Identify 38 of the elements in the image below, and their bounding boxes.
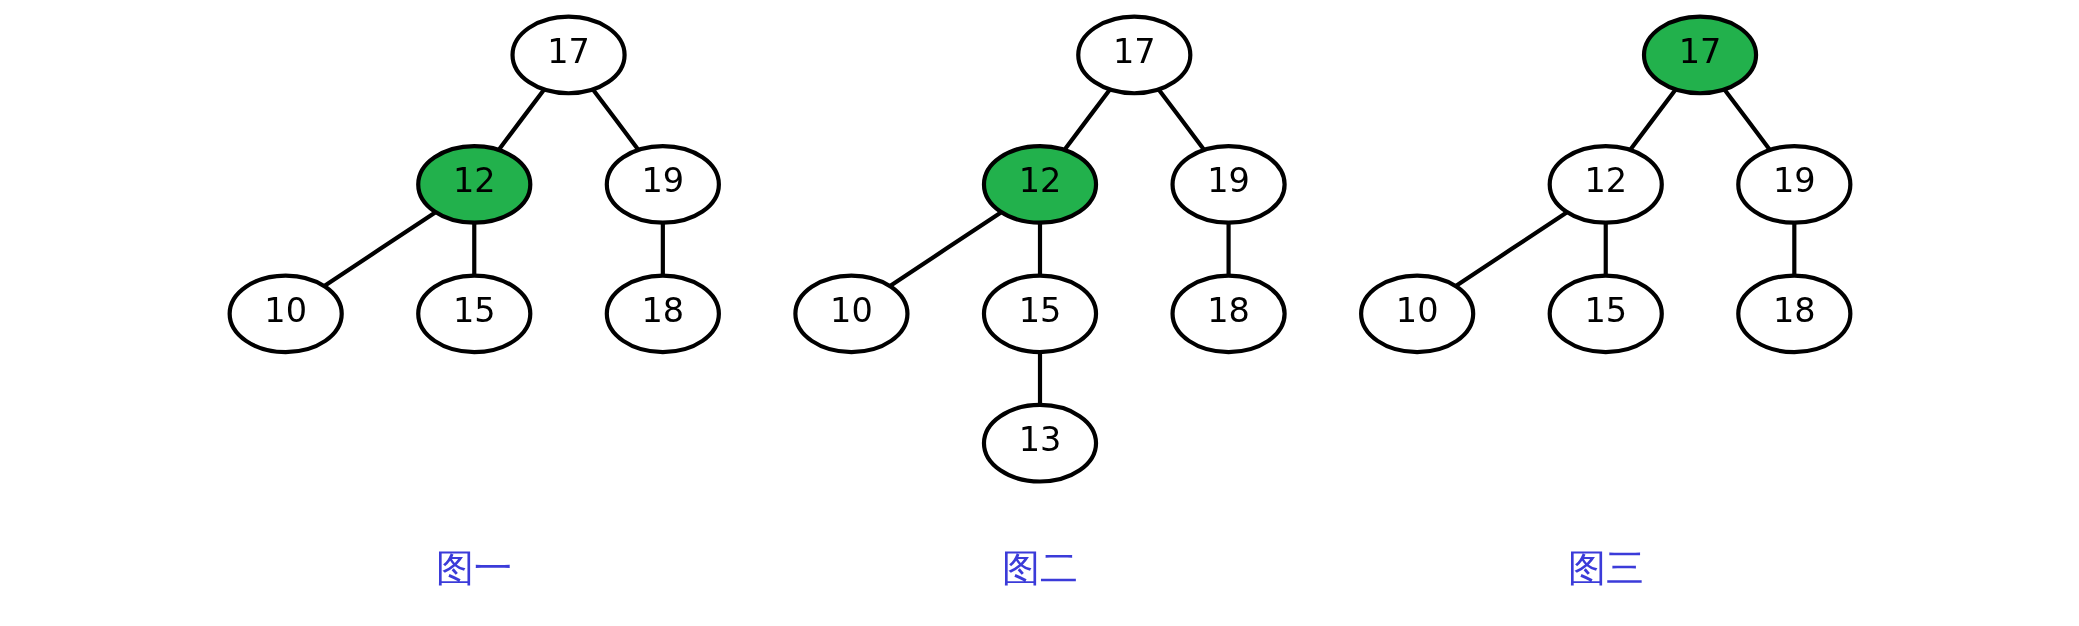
connector (323, 210, 436, 288)
node-ellipse: 10 (1358, 273, 1475, 355)
connector (1722, 88, 1771, 151)
connector (1454, 210, 1568, 288)
node-ellipse: 13 (981, 402, 1098, 484)
connector (1062, 88, 1111, 151)
node-ellipse: 10 (227, 273, 344, 355)
connector (1037, 223, 1042, 275)
label: 图二 (1001, 546, 1078, 591)
label: 图一 (435, 546, 512, 591)
node-ellipse: 18 (1735, 273, 1852, 355)
connector (660, 223, 665, 275)
connector (591, 88, 640, 151)
connector (1603, 223, 1608, 275)
node-ellipse: 17 (1641, 14, 1758, 96)
connector (1628, 88, 1677, 151)
node-ellipse: 12 (1547, 144, 1664, 225)
node-ellipse: 10 (792, 273, 910, 355)
node-ellipse: 19 (1169, 144, 1287, 225)
node-ellipse: 15 (1547, 273, 1664, 355)
label: 图三 (1567, 546, 1644, 591)
node-ellipse: 15 (981, 273, 1098, 355)
node-ellipse: 19 (604, 144, 721, 225)
node-ellipse: 18 (1169, 273, 1287, 355)
connector (471, 223, 476, 275)
node-ellipse: 12 (415, 144, 532, 225)
node-ellipse: 19 (1735, 144, 1852, 225)
node-ellipse: 18 (604, 273, 721, 355)
connector (1037, 352, 1042, 405)
node-ellipse: 17 (1075, 14, 1192, 96)
connector (1156, 88, 1205, 151)
node-ellipse: 12 (981, 144, 1098, 225)
connector (497, 88, 545, 151)
node-ellipse: 17 (509, 14, 627, 96)
connector (888, 210, 1002, 288)
node-ellipse: 15 (415, 273, 532, 355)
connector (1791, 223, 1796, 275)
connector (1226, 223, 1231, 275)
